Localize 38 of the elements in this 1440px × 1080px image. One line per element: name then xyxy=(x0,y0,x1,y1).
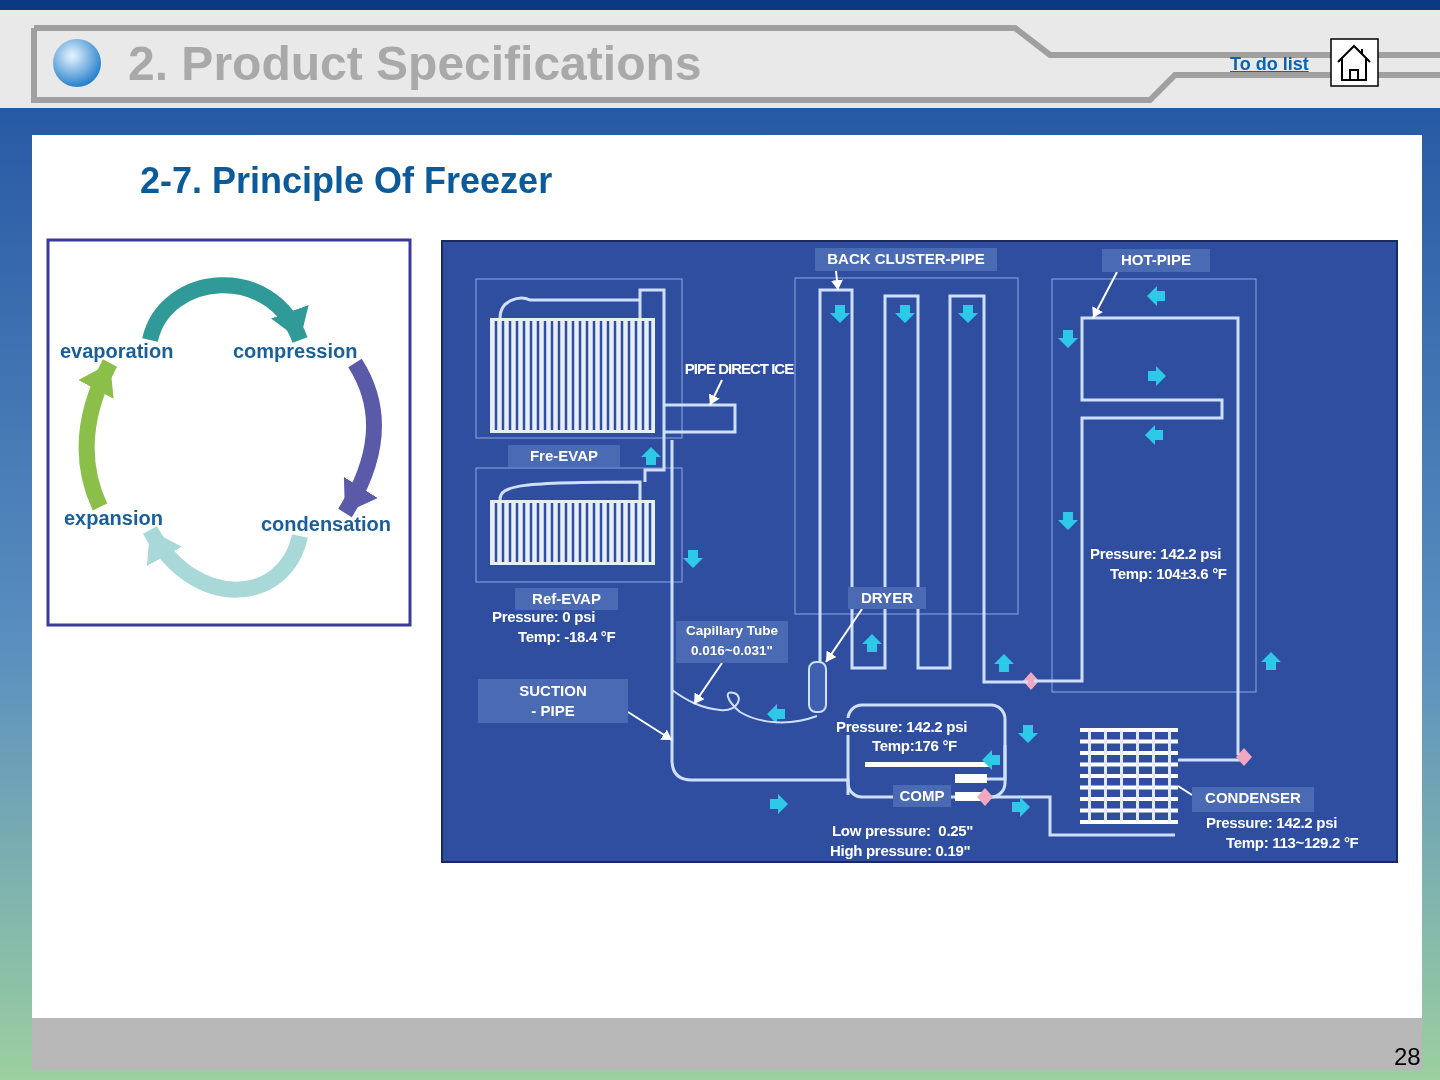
reading-text: High pressure: 0.19" xyxy=(830,842,971,859)
part-label: COMP xyxy=(893,785,951,807)
leader-arrow xyxy=(1092,271,1118,319)
leader-arrow xyxy=(627,711,673,741)
reading-text: Pressure: 0 psi xyxy=(492,608,596,625)
stage-label: expansion xyxy=(64,507,163,530)
page-number: 28 xyxy=(1394,1043,1421,1071)
reading-text: Pressure: 142.2 psi xyxy=(836,718,968,735)
hot-pipe xyxy=(1034,316,1240,755)
to-do-list-link: To do list xyxy=(1230,54,1309,75)
ice-pipe xyxy=(664,403,737,434)
reading-text: Pressure: 142.2 psi xyxy=(1206,814,1338,831)
leader-line xyxy=(1177,785,1193,796)
part-label: PIPE DIRECT ICE xyxy=(684,358,794,380)
reading-text: Temp: 113~129.2 °F xyxy=(1226,834,1359,851)
leader-arrow xyxy=(831,270,843,291)
stage-label: evaporation xyxy=(60,340,174,363)
reading-text: Temp: -18.4 °F xyxy=(518,628,616,645)
part-label: Ref-EVAP xyxy=(515,588,618,610)
reading-text: Low pressure: 0.25" xyxy=(832,822,974,839)
stage-label: condensation xyxy=(261,513,391,536)
section-title: 2. Product Specifications xyxy=(128,36,702,91)
stage-label: compression xyxy=(233,340,358,363)
reading-text: Temp: 104±3.6 °F xyxy=(1110,565,1227,582)
reading-text: Pressure: 142.2 psi xyxy=(1090,545,1222,562)
reading-text: Temp:176 °F xyxy=(872,737,957,754)
slide-title: 2-7. Principle Of Freezer xyxy=(140,160,553,202)
part-label: Fre-EVAP xyxy=(508,445,620,467)
condenser-coil xyxy=(1080,728,1178,824)
part-label: SUCTION - PIPE xyxy=(478,679,628,723)
leader-arrow xyxy=(825,608,863,663)
part-label: BACK CLUSTER-PIPE xyxy=(815,248,997,271)
cycle-arrow xyxy=(78,359,118,511)
leader-arrow xyxy=(708,379,723,406)
part-label: CONDENSER xyxy=(1192,787,1314,812)
leader-arrow xyxy=(693,662,723,705)
part-label: HOT-PIPE xyxy=(1102,249,1210,272)
cycle-arrow xyxy=(338,359,382,518)
